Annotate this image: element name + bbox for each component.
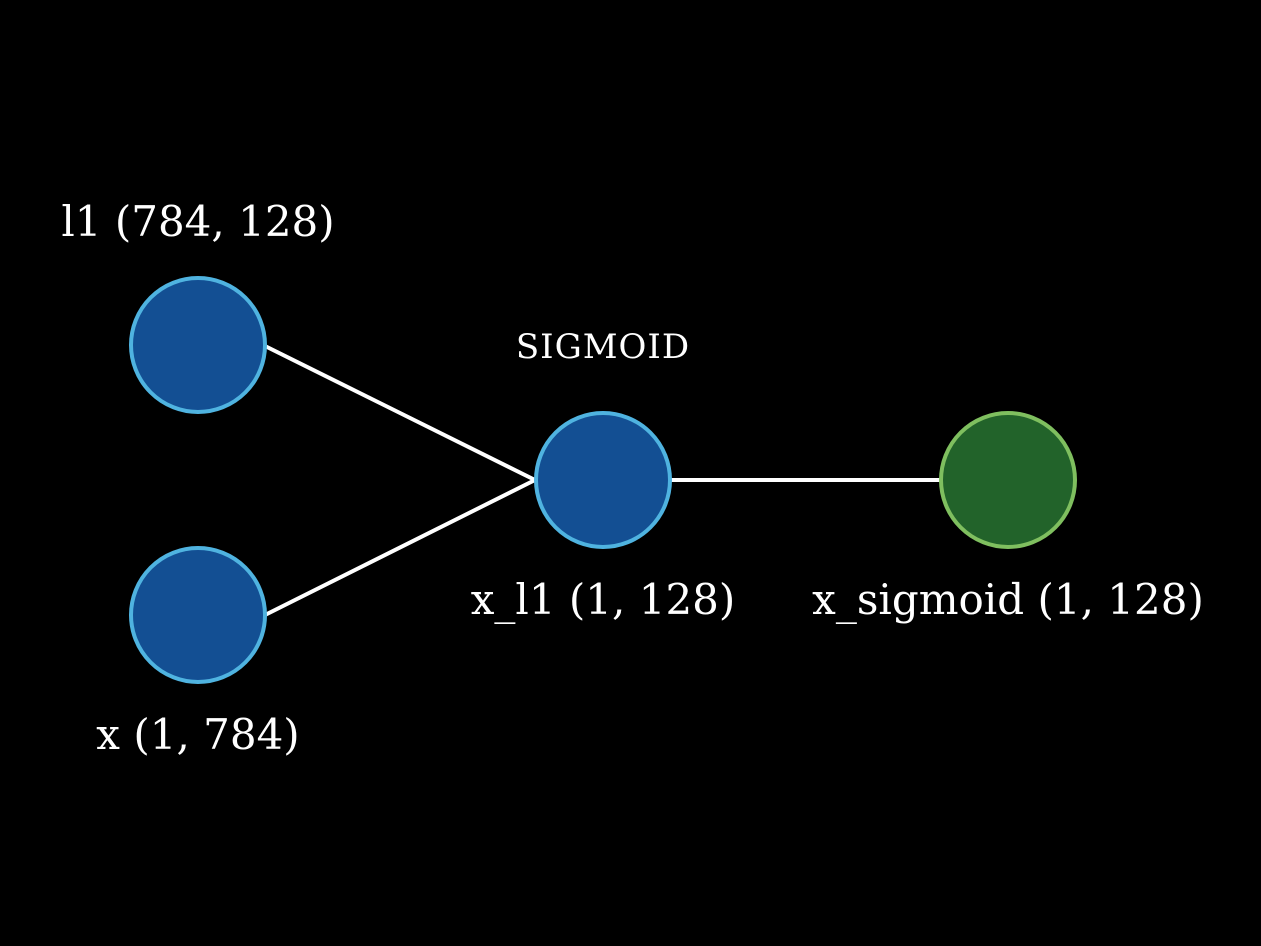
node-x-label: x (1, 784): [96, 710, 299, 759]
node-x_l1-label: x_l1 (1, 128): [471, 575, 736, 624]
node-x_sigmoid-label: x_sigmoid (1, 128): [812, 575, 1204, 624]
node-x_l1-op-label: SIGMOID: [516, 327, 690, 367]
node-x_l1[interactable]: [534, 411, 672, 549]
node-x_sigmoid[interactable]: [939, 411, 1077, 549]
node-l1[interactable]: [129, 276, 267, 414]
node-x[interactable]: [129, 546, 267, 684]
node-l1-label: l1 (784, 128): [61, 197, 334, 246]
edge-l1-to-x_l1: [264, 344, 536, 482]
edge-x-to-x_l1: [264, 478, 536, 617]
